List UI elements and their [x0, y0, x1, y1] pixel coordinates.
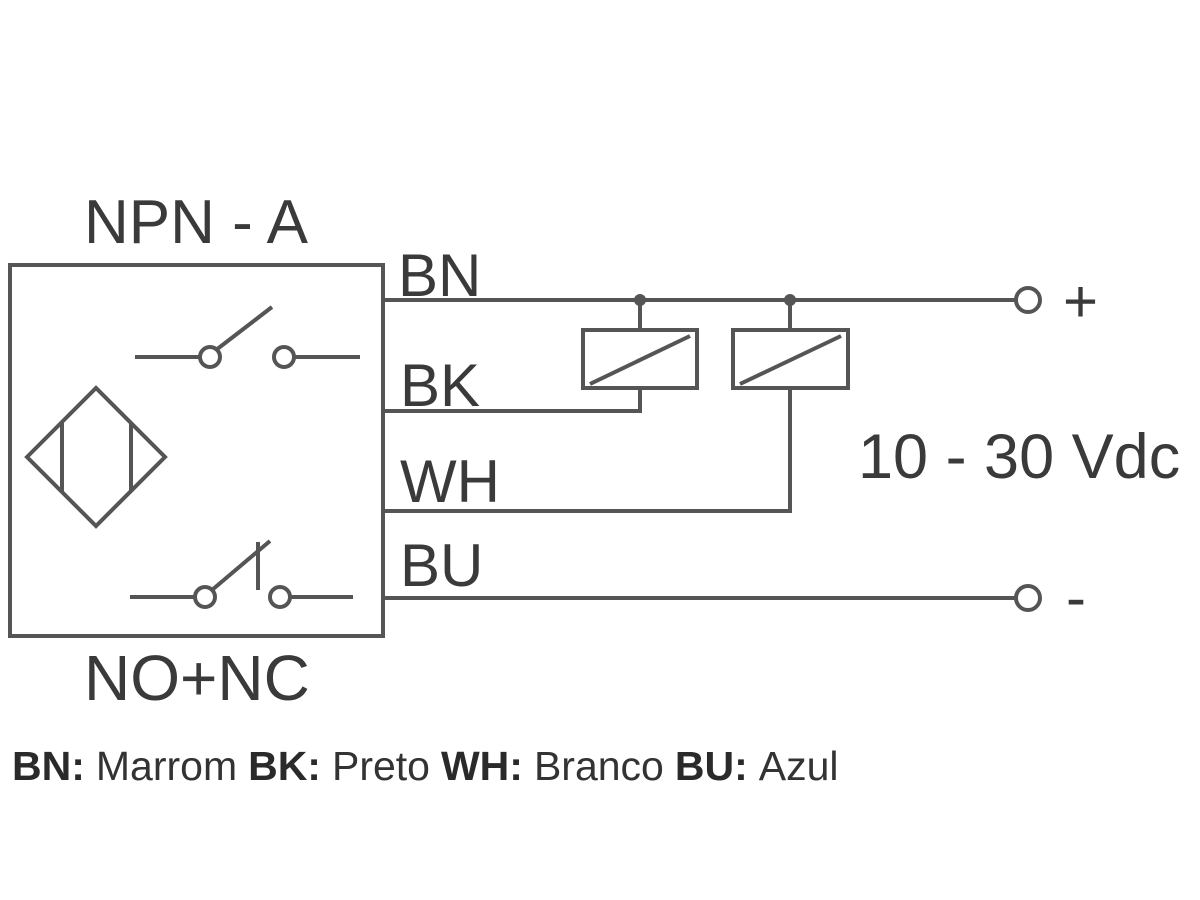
legend-code-wh: WH: [441, 743, 523, 789]
terminal-positive [1014, 286, 1042, 314]
legend-code-bk: BK: [248, 743, 321, 789]
output-type-label: NO+NC [84, 642, 310, 714]
sensor-type-title: NPN - A [84, 188, 309, 257]
normally-open-contact-icon [135, 305, 360, 369]
load-relay-icon [581, 328, 699, 390]
wire-label-wh: WH [400, 448, 500, 515]
wire-label-bu: BU [400, 532, 483, 599]
legend-color-bu: Azul [759, 743, 839, 789]
junction-dot-1 [634, 294, 646, 306]
inductive-sensor-icon [24, 385, 168, 529]
terminal-negative [1014, 584, 1042, 612]
wire-label-bn: BN [398, 242, 481, 309]
normally-closed-contact-icon [130, 539, 353, 609]
legend-color-bn: Marrom [96, 743, 237, 789]
wire-wh [383, 388, 792, 513]
terminal-positive-label: + [1063, 268, 1098, 335]
legend-code-bu: BU: [675, 743, 748, 789]
legend-color-bk: Preto [332, 743, 430, 789]
junction-dot-2 [784, 294, 796, 306]
wire-bk [383, 388, 642, 413]
wire-label-bk: BK [400, 352, 480, 419]
supply-voltage-label: 10 - 30 Vdc [858, 422, 1180, 492]
load-relay-icon [731, 328, 850, 390]
legend-color-wh: Branco [534, 743, 664, 789]
sensor-body [8, 263, 385, 638]
terminal-negative-label: - [1066, 564, 1086, 631]
legend-code-bn: BN: [12, 743, 85, 789]
